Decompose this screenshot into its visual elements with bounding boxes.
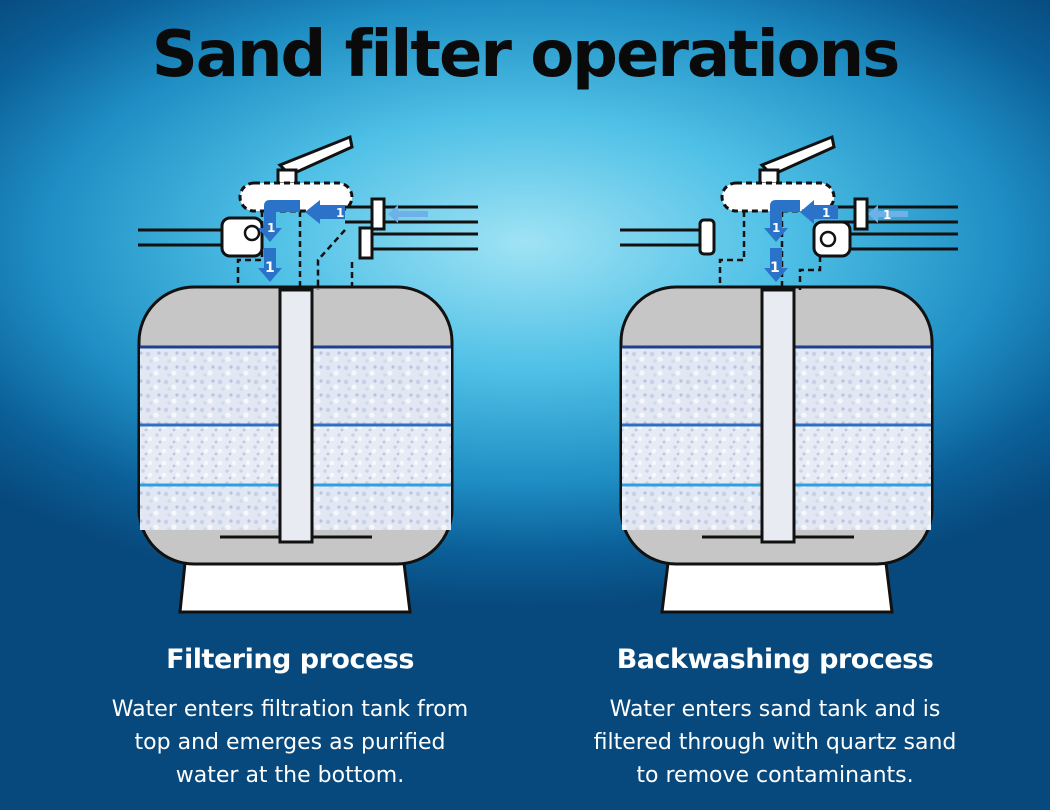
page-title: Sand filter operations <box>151 18 901 92</box>
filtering-description: Water enters filtration tank from top an… <box>70 693 510 792</box>
description-line: filtered through with quartz sand <box>593 730 957 755</box>
backwashing-heading: Backwashing process <box>616 644 934 675</box>
flow-marker: 1 <box>883 208 891 222</box>
flow-marker: 1 <box>772 221 780 235</box>
description-line: to remove contaminants. <box>636 763 914 788</box>
description-line: Water enters filtration tank from <box>111 697 469 722</box>
center-pipe <box>278 288 314 544</box>
description-line: Water enters sand tank and is <box>609 697 941 722</box>
valve-body <box>720 181 836 213</box>
flow-marker: 1 <box>265 260 275 276</box>
description-line: top and emerges as purified <box>134 730 446 755</box>
flow-marker: 1 <box>336 206 344 220</box>
center-pipe <box>760 288 796 544</box>
backwashing-description: Water enters sand tank and is filtered t… <box>555 693 995 792</box>
flow-marker: 1 <box>770 260 780 276</box>
flow-marker: 1 <box>267 221 275 235</box>
filtering-heading: Filtering process <box>166 644 414 675</box>
flow-marker: 1 <box>822 206 830 220</box>
tank-stand <box>178 561 412 614</box>
backwashing-tank: 1 1 1 1 <box>619 134 958 614</box>
flow-arrow: 1 1 1 <box>258 200 428 282</box>
filtering-tank: 1 1 1 <box>137 134 478 614</box>
flow-arrow: 1 1 1 1 <box>764 200 908 282</box>
tank-stand <box>660 561 894 614</box>
description-line: water at the bottom. <box>175 763 405 788</box>
